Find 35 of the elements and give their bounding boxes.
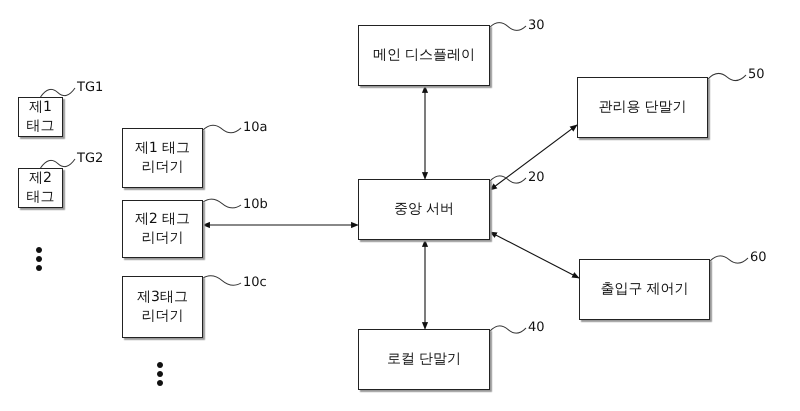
- process-box: 제1 태그 리더기: [122, 128, 203, 188]
- leader-line: [202, 198, 242, 208]
- arrow: [422, 239, 428, 330]
- leader-line: [40, 88, 76, 98]
- process-box: 제2 태그 리더기: [122, 200, 203, 258]
- leader-line: [490, 22, 526, 31]
- reference-number: TG2: [77, 151, 104, 167]
- leader-line: [490, 175, 526, 184]
- reference-number: TG1: [77, 80, 104, 96]
- process-box: 로컬 단말기: [358, 329, 490, 390]
- reference-number: 60: [750, 250, 767, 266]
- arrow: [489, 232, 580, 278]
- process-box: 제3태그 리더기: [122, 276, 203, 338]
- arrow: [489, 124, 578, 190]
- process-box: 관리용 단말기: [577, 77, 708, 138]
- leader-line: [202, 124, 242, 134]
- leader-line: [202, 275, 242, 286]
- reference-number: 30: [528, 18, 545, 34]
- tag-box: 제1 태그: [18, 97, 63, 137]
- leader-line: [40, 158, 76, 168]
- process-box: 중앙 서버: [358, 179, 490, 240]
- arrow: [202, 222, 359, 228]
- tag-box: 제2 태그: [18, 168, 63, 208]
- reference-number: 10c: [243, 275, 267, 291]
- process-box: 출입구 제어기: [579, 259, 710, 320]
- leader-line: [708, 72, 746, 82]
- reference-number: 40: [528, 320, 545, 336]
- reference-number: 20: [528, 170, 545, 186]
- reference-number: 10b: [243, 197, 268, 213]
- process-box: 메인 디스플레이: [358, 25, 490, 86]
- reference-number: 50: [748, 67, 765, 83]
- leader-line: [710, 255, 748, 264]
- leader-line: [490, 325, 526, 334]
- reference-number: 10a: [243, 120, 268, 136]
- arrow: [422, 85, 428, 180]
